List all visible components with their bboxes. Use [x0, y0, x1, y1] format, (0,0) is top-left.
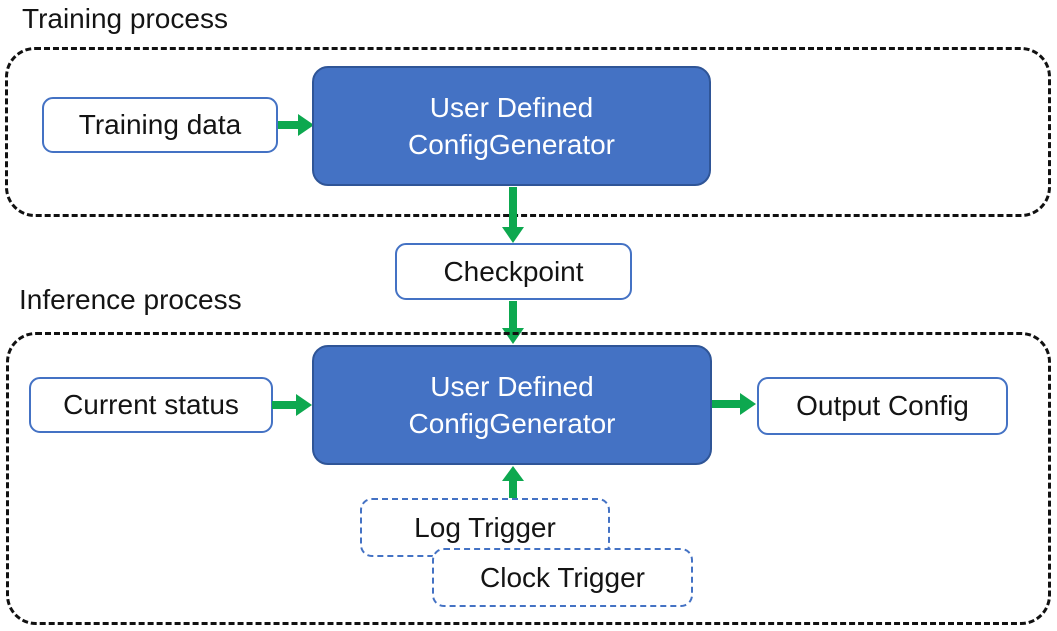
arrow-shaft: [278, 121, 298, 129]
inference-config-generator-box: User Defined ConfigGenerator: [312, 345, 712, 465]
generator-line1: User Defined: [430, 370, 594, 402]
arrow-current-status-to-generator: [272, 394, 312, 416]
arrow-shaft: [509, 481, 517, 498]
arrow-shaft: [272, 401, 296, 409]
generator-line1: User Defined: [429, 91, 594, 123]
clock-trigger-box: Clock Trigger: [432, 548, 693, 607]
arrow-generator-to-checkpoint: [502, 187, 524, 243]
output-config-box: Output Config: [757, 377, 1008, 435]
arrow-shaft: [712, 400, 740, 408]
inference-process-container: [6, 332, 1051, 625]
arrow-triggers-to-generator: [502, 466, 524, 498]
arrow-head-icon: [502, 227, 524, 243]
checkpoint-box: Checkpoint: [395, 243, 632, 300]
arrow-shaft: [509, 301, 517, 328]
arrow-head-icon: [296, 394, 312, 416]
inference-process-label: Inference process: [19, 284, 242, 315]
generator-line2: ConfigGenerator: [407, 129, 615, 160]
arrow-head-icon: [740, 393, 756, 415]
arrow-generator-to-output-config: [712, 393, 756, 415]
generator-line2: ConfigGenerator: [408, 408, 616, 439]
arrow-training-data-to-generator: [278, 114, 314, 136]
training-config-generator-box: User Defined ConfigGenerator: [312, 66, 711, 186]
training-data-box: Training data: [42, 97, 278, 153]
arrow-head-icon: [298, 114, 314, 136]
arrow-shaft: [509, 187, 517, 227]
arrow-head-icon: [502, 466, 524, 481]
training-process-label: Training process: [22, 3, 228, 34]
current-status-box: Current status: [29, 377, 273, 433]
training-process-container: [5, 47, 1051, 217]
